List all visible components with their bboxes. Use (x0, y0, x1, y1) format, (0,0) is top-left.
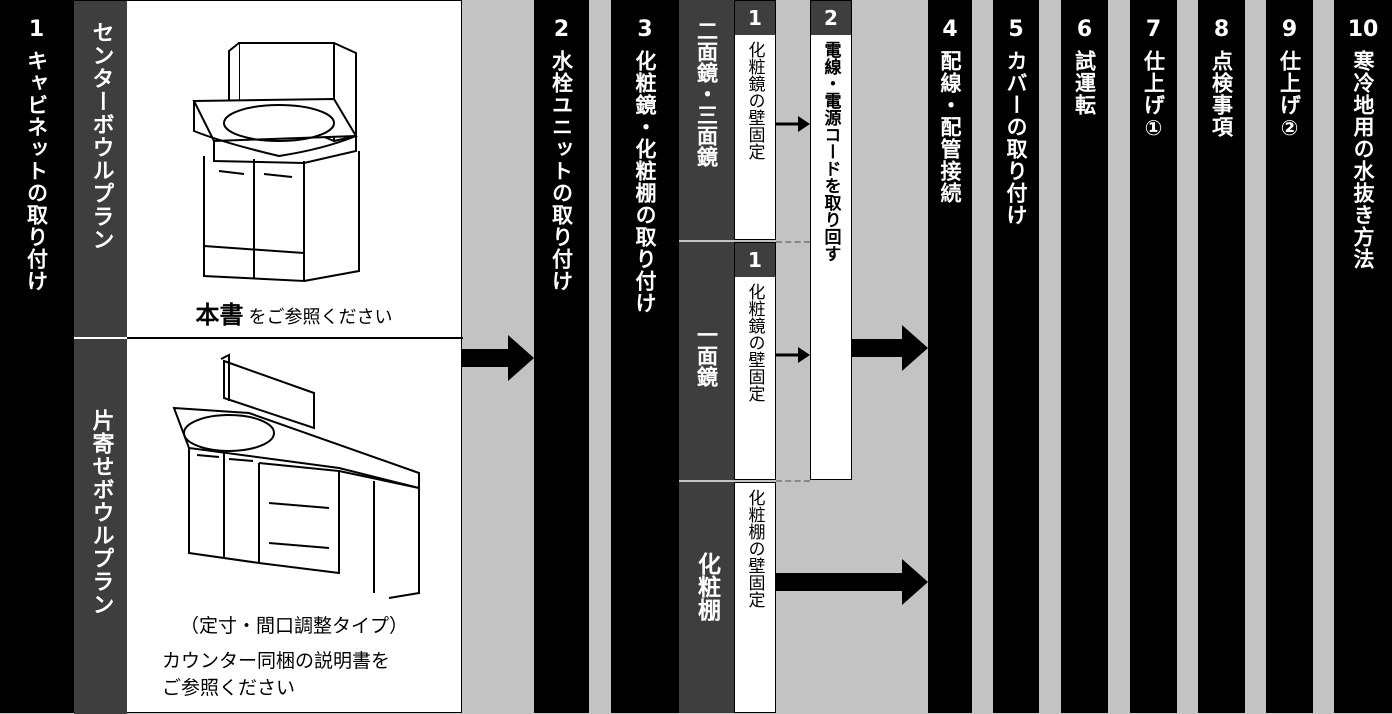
step-3-number: 3 (637, 17, 653, 42)
step-8-label: 点検事項 (1209, 50, 1234, 138)
step-1-label: キャビネットの取り付け (24, 50, 49, 292)
arrow-mirror1-icon (776, 347, 810, 363)
step-5-label: カバーの取り付け (1004, 50, 1028, 226)
side-plan-type-note: （定寸・間口調整タイプ） (179, 615, 408, 637)
caption-rest: をご参照ください (248, 307, 393, 328)
mirror23-step-number: 1 (735, 1, 775, 35)
step-10-label: 寒冷地用の水抜き方法 (1351, 50, 1375, 270)
step-7-number: 7 (1145, 17, 1162, 42)
shelf-step-label: 化粧棚の壁固定 (744, 489, 765, 608)
plan-divider (127, 337, 463, 339)
step-3-column: 3 化粧鏡・化粧棚の取り付け (611, 0, 679, 713)
step-6-number: 6 (1076, 17, 1093, 42)
wiring-step-label: 電線・電源コードを取り回す (820, 41, 841, 262)
step-10-number: 10 (1347, 17, 1379, 42)
step-9-number: 9 (1281, 17, 1298, 42)
step-7-label: 仕上げ① (1141, 50, 1166, 141)
step-8-column: 8 点検事項 (1198, 0, 1245, 713)
mirror1-label: 一面鏡 (694, 324, 719, 387)
step-8-number: 8 (1213, 17, 1230, 42)
mirror1-step-box: 1 化粧鏡の壁固定 (734, 242, 776, 480)
side-plan-tab: 片寄せボウルプラン (74, 339, 127, 714)
step-10-column: 10 寒冷地用の水抜き方法 (1334, 0, 1392, 713)
dashed-connector-2 (776, 480, 810, 482)
side-plan-label: 片寄せボウルプラン (88, 409, 114, 616)
arrow-mirror23-icon (776, 116, 810, 132)
arrow-to-step2-icon (462, 335, 534, 381)
shelf-step-box: 化粧棚の壁固定 (734, 482, 776, 713)
side-plan-note-line2: ご参照ください (162, 677, 296, 699)
step-4-column: 4 配線・配管接続 (928, 0, 972, 713)
center-plan-caption: 本書 をご参照ください (134, 295, 454, 330)
step-6-label: 試運転 (1072, 50, 1097, 116)
step-5-column: 5 カバーの取り付け (993, 0, 1039, 713)
step-2-label: 水栓ユニットの取り付け (549, 50, 574, 292)
step-9-column: 9 仕上げ② (1266, 0, 1313, 713)
step-7-column: 7 仕上げ① (1130, 0, 1177, 713)
side-cabinet-illustration (172, 353, 420, 599)
step-6-column: 6 試運転 (1061, 0, 1108, 713)
center-cabinet-illustration (192, 42, 360, 283)
wiring-step-number: 2 (811, 1, 851, 35)
step-4-number: 4 (942, 17, 958, 42)
arrow-shelf-to-step4-icon (776, 559, 928, 605)
arrow-wiring-to-step4-icon (852, 325, 928, 371)
step-2-column: 2 水栓ユニットの取り付け (534, 0, 589, 713)
step-4-label: 配線・配管接続 (938, 50, 962, 204)
step-5-number: 5 (1008, 17, 1024, 42)
shelf-tab: 化粧棚 (679, 482, 734, 713)
step-9-label: 仕上げ② (1277, 50, 1302, 141)
mirror23-tab: 二面鏡・三面鏡 (679, 0, 734, 240)
substep-area: 二面鏡・三面鏡 1 化粧鏡の壁固定 一面鏡 1 化粧鏡の壁固定 化粧棚 化粧棚の… (679, 0, 776, 713)
center-plan-label: センターボウルプラン (88, 21, 114, 251)
step-2-number: 2 (553, 17, 570, 42)
step-1-column: 1 キャビネットの取り付け (0, 0, 73, 713)
mirror1-tab: 一面鏡 (679, 242, 734, 480)
side-plan-note-line1: カウンター同梱の説明書を (162, 650, 391, 672)
step-3-label: 化粧鏡・化粧棚の取り付け (633, 50, 657, 314)
dashed-connector-1 (776, 241, 810, 243)
step-1-number: 1 (28, 17, 45, 42)
shelf-label: 化粧棚 (693, 552, 720, 621)
mirror23-step-label: 化粧鏡の壁固定 (744, 41, 765, 160)
wiring-step-box: 2 電線・電源コードを取り回す (810, 0, 852, 480)
plan-box: センターボウルプラン 片寄せボウルプラン 本書 をご参照ください (73, 0, 463, 714)
mirror23-step-box: 1 化粧鏡の壁固定 (734, 0, 776, 240)
mirror23-label: 二面鏡・三面鏡 (694, 20, 719, 167)
center-plan-tab: センターボウルプラン (74, 1, 127, 337)
mirror1-step-label: 化粧鏡の壁固定 (744, 283, 765, 402)
mirror1-step-number: 1 (735, 243, 775, 277)
caption-emphasis: 本書 (195, 301, 244, 329)
